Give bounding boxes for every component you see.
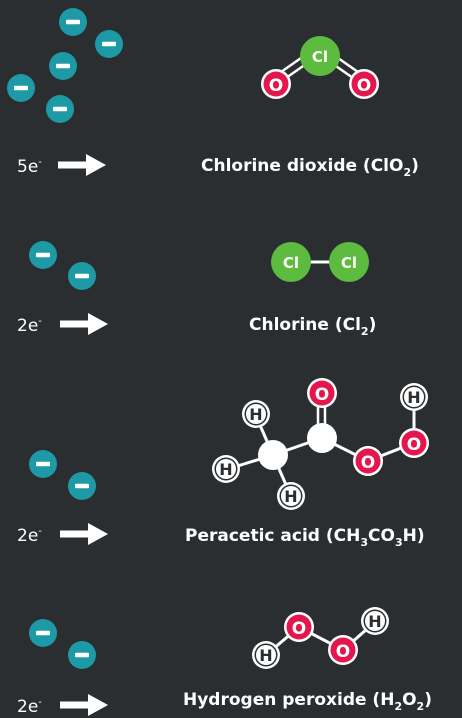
electron-cluster [29, 450, 96, 500]
electron-count-label: 2e- [17, 316, 42, 336]
electron-icon [29, 450, 57, 478]
atom-label: Cl [283, 254, 299, 272]
electron-icon [46, 95, 74, 123]
arrow-icon [60, 694, 108, 716]
atom-label: O [361, 453, 375, 473]
arrow-icon [60, 523, 108, 545]
atom-label: O [407, 435, 421, 455]
electron-cluster [29, 241, 96, 290]
oxygen-atom [263, 71, 289, 97]
electron-icon [95, 30, 123, 58]
row-peracetic-acid: 2e- H H H [17, 378, 429, 549]
atom-label: Cl [312, 48, 328, 66]
chlorine-atom [271, 242, 311, 282]
arrow-icon [60, 313, 108, 335]
electron-icon [68, 262, 96, 290]
oxygen-atom [401, 430, 427, 456]
atom-label: O [336, 642, 350, 662]
oxygen-atom [309, 380, 335, 406]
arrow-icon [58, 154, 106, 176]
compound-name: Peracetic acid (CH3CO3H) [185, 526, 425, 549]
atom-label: H [219, 460, 232, 479]
compound-name: Chlorine dioxide (ClO2) [201, 156, 419, 179]
carbon-atom [307, 423, 337, 453]
compound-name: Hydrogen peroxide (H2O2) [183, 690, 432, 713]
compound-name: Chlorine (Cl2) [249, 315, 376, 338]
oxygen-atom [330, 637, 356, 663]
chlorine-atom [329, 242, 369, 282]
atom-label: Cl [341, 254, 357, 272]
row-chlorine: 2e- Cl Cl Chlorine (Cl2) [17, 241, 376, 338]
atom-label: O [315, 385, 329, 405]
row-hydrogen-peroxide: 2e- O O H H Hydrogen peroxide (H2O2) [17, 607, 432, 717]
electron-icon [29, 619, 57, 647]
atom-label: H [407, 388, 420, 407]
atom-label: H [259, 646, 272, 665]
oxygen-atom [351, 71, 377, 97]
electron-icon [29, 241, 57, 269]
atom-label: O [269, 76, 283, 96]
electron-icon [68, 641, 96, 669]
electron-cluster [29, 619, 96, 669]
electron-icon [59, 8, 87, 36]
electron-count-label: 5e- [17, 157, 42, 177]
atom-label: H [368, 612, 381, 631]
carbon-atom [258, 440, 288, 470]
chlorine-atom [300, 36, 340, 76]
row-chlorine-dioxide: 5e- Cl O O Chlorine dioxide (ClO2) [7, 8, 419, 179]
molecule-peracetic-acid: H H H O O O H [212, 378, 429, 510]
atom-label: H [249, 405, 262, 424]
electron-cluster [7, 8, 123, 123]
atom-label: H [284, 487, 297, 506]
molecule-h2o2: O O H H [252, 607, 389, 669]
molecule-cl2: Cl Cl [271, 242, 369, 282]
oxygen-atom [355, 448, 381, 474]
atom-label: O [292, 619, 306, 639]
electron-count-label: 2e- [17, 697, 42, 717]
electron-icon [49, 52, 77, 80]
atom-label: O [357, 76, 371, 96]
oxygen-atom [286, 614, 312, 640]
electron-count-label: 2e- [17, 526, 42, 546]
electron-icon [7, 74, 35, 102]
molecule-clo2: Cl O O [261, 36, 379, 99]
electron-icon [68, 472, 96, 500]
